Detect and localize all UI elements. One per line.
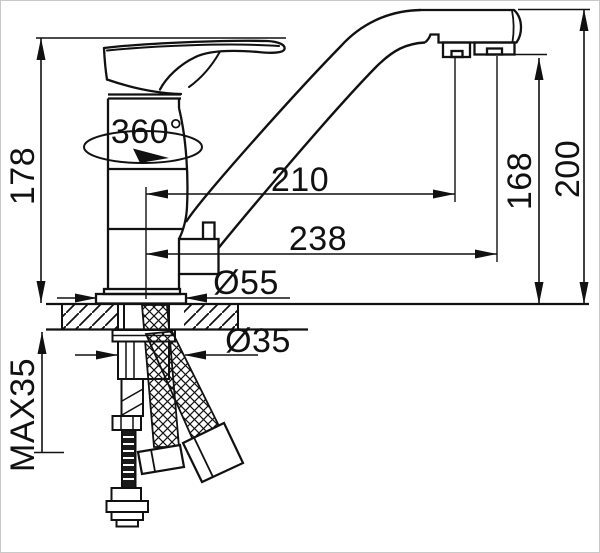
aerator-nozzles — [441, 41, 516, 59]
dim-base-diameter-label: Ø55 — [213, 264, 279, 302]
dimension-arrowheads — [36, 9, 589, 360]
lock-nut — [110, 487, 142, 502]
spout-root-contour — [177, 107, 189, 240]
countertop — [46, 302, 589, 331]
hose-fitting-middle — [136, 443, 186, 476]
supply-hose-right — [144, 330, 245, 484]
base-flange — [94, 292, 188, 305]
dim-height-label: 178 — [4, 147, 42, 205]
dim-reach-aux-label: 238 — [289, 220, 347, 258]
washer — [105, 500, 149, 513]
dim-max-thickness-label: MAX35 — [4, 358, 42, 472]
faucet-handle — [102, 39, 286, 96]
dim-hole-diameter-label: Ø35 — [225, 322, 291, 360]
aux-outlet-nub — [201, 221, 216, 239]
rotation-ellipse — [83, 130, 203, 164]
dimension-labels: 178 360° 210 238 Ø55 Ø35 168 200 MAX35 — [4, 113, 587, 472]
dim-spout-height-label: 200 — [549, 140, 587, 198]
dim-aux-height-label: 168 — [501, 152, 539, 210]
faucet-head — [421, 8, 523, 59]
faucet-spout — [184, 8, 426, 249]
hex-nut — [111, 415, 142, 431]
hose-fitting-right — [181, 421, 245, 484]
rotation-arrow-icon — [133, 148, 169, 163]
threaded-stud-assembly — [105, 415, 149, 528]
aux-outlet-block — [177, 237, 220, 276]
dim-reach-main-label: 210 — [271, 161, 329, 199]
rotation-label: 360° — [111, 113, 183, 151]
faucet-body — [94, 93, 220, 305]
